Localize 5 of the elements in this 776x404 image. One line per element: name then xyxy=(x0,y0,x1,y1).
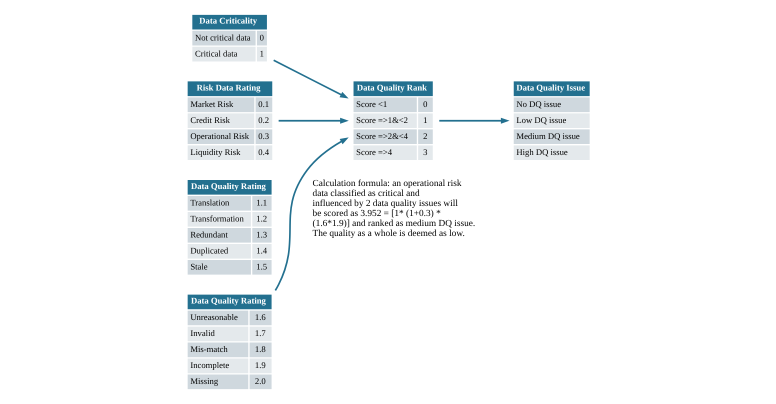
arrow xyxy=(278,118,348,124)
label: Calculation formula: an operational risk data classified as critical and influenced by 2 data quality issues will be scored as 3.952 = [1* (1+0.3) * (1.6*1.9)] and ranked as medium DQ issue. The quality as a whole is deemed as low. xyxy=(312,179,475,240)
arrow xyxy=(438,118,510,124)
arrow xyxy=(272,60,348,99)
arrow xyxy=(274,137,348,291)
